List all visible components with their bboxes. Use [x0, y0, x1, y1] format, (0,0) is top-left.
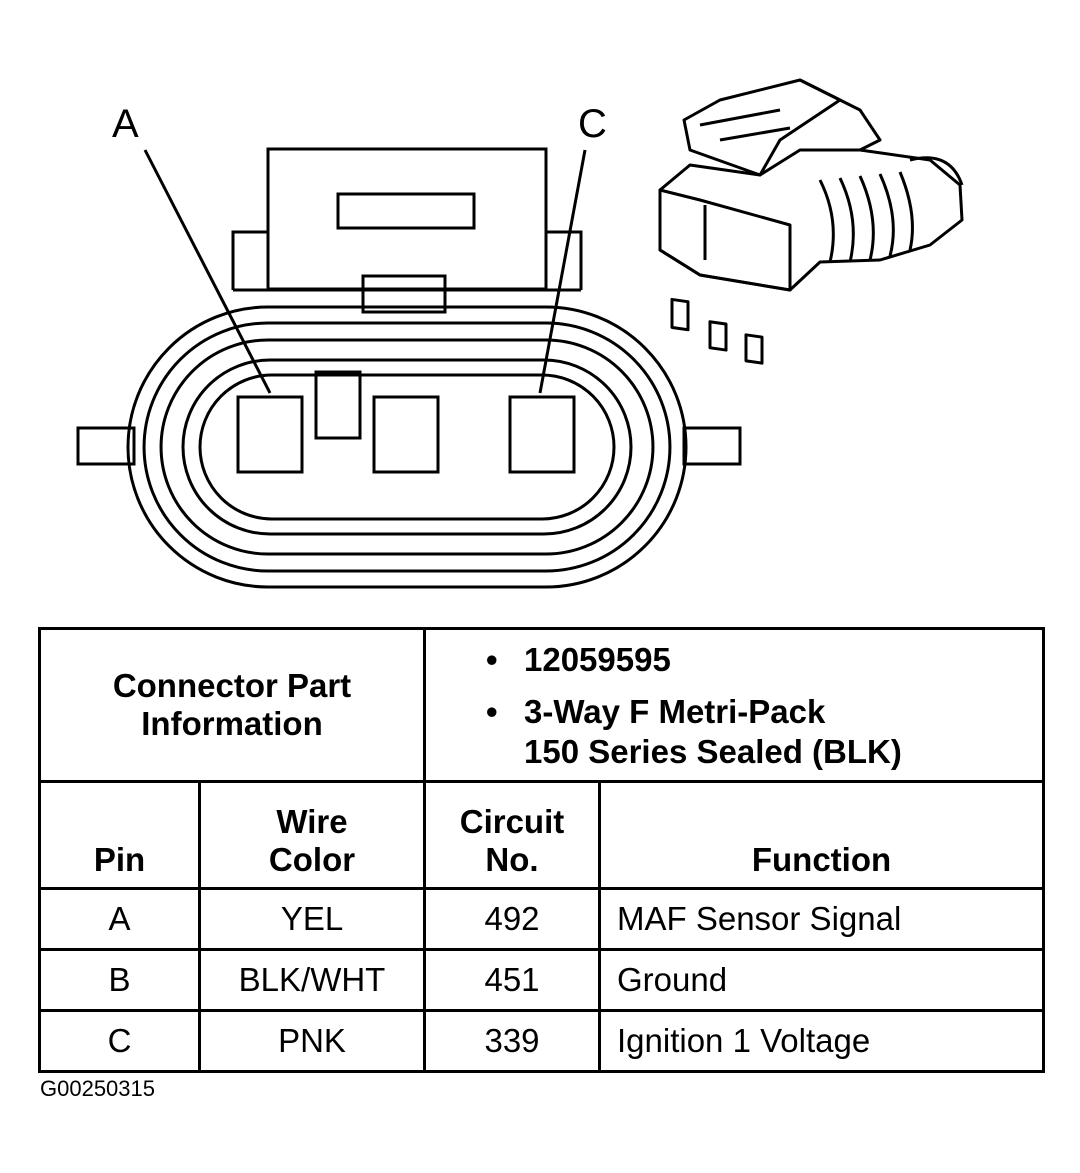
header-pin: Pin: [38, 780, 201, 890]
part-desc-line1: 3-Way F Metri-Pack: [524, 693, 826, 730]
header-circuit-text: Circuit: [459, 803, 565, 840]
connector-isometric-view: [658, 78, 964, 365]
table-row: A YEL 492 MAF Sensor Signal: [38, 887, 1045, 951]
polarization-key: [314, 370, 362, 440]
right-mount-tab: [682, 426, 742, 466]
cell-circuit: 492: [423, 887, 601, 951]
header-no-text: No.: [485, 841, 539, 878]
cell-circuit: 339: [423, 1009, 601, 1073]
header-pin-text: Pin: [93, 841, 146, 878]
cell-function: Ground: [598, 948, 1045, 1012]
cell-pin: B: [38, 948, 201, 1012]
connector-latch: [266, 147, 548, 291]
table-row: B BLK/WHT 451 Ground: [38, 948, 1045, 1012]
part-info-cell: 12059595 3-Way F Metri-Pack 150 Series S…: [423, 627, 1045, 783]
header-circuit: Circuit No.: [423, 780, 601, 890]
pin-c-label: C: [578, 102, 607, 146]
figure-id: G00250315: [40, 1076, 155, 1101]
leader-a: [143, 149, 272, 394]
pin-a-label: A: [112, 102, 139, 146]
connector-diagram: [76, 78, 964, 589]
cell-wire-color: YEL: [198, 887, 426, 951]
header-wire-text: Wire: [276, 803, 348, 840]
part-info-list: 12059595 3-Way F Metri-Pack 150 Series S…: [486, 640, 1042, 772]
header-function-text: Function: [751, 841, 892, 878]
latch-window: [336, 192, 476, 230]
cell-wire-color: PNK: [198, 1009, 426, 1073]
part-number: 12059595: [486, 640, 1042, 680]
table-row: C PNK 339 Ignition 1 Voltage: [38, 1009, 1045, 1073]
terminal-b: [372, 395, 440, 474]
cell-function: Ignition 1 Voltage: [598, 1009, 1045, 1073]
cell-circuit: 451: [423, 948, 601, 1012]
terminal-cavity: [181, 358, 633, 536]
part-info-label: Connector Part Information: [112, 667, 352, 742]
leader-c: [538, 149, 587, 394]
connector-table: Connector Part Information 12059595 3-Wa…: [38, 627, 1045, 1073]
part-desc-line2: 150 Series Sealed (BLK): [524, 733, 902, 770]
cell-wire-color: BLK/WHT: [198, 948, 426, 1012]
cell-function: MAF Sensor Signal: [598, 887, 1045, 951]
part-info-label-cell: Connector Part Information: [38, 627, 426, 783]
terminal-c: [508, 395, 576, 474]
header-function: Function: [598, 780, 1045, 890]
cell-pin: C: [38, 1009, 201, 1073]
part-number-text: 12059595: [524, 641, 671, 678]
part-description: 3-Way F Metri-Pack 150 Series Sealed (BL…: [486, 692, 1042, 772]
header-color-text: Color: [268, 841, 356, 878]
terminal-a: [236, 395, 304, 474]
outer-shell: [126, 305, 688, 589]
cell-pin: A: [38, 887, 201, 951]
header-wire-color: Wire Color: [198, 780, 426, 890]
left-mount-tab: [76, 426, 136, 466]
